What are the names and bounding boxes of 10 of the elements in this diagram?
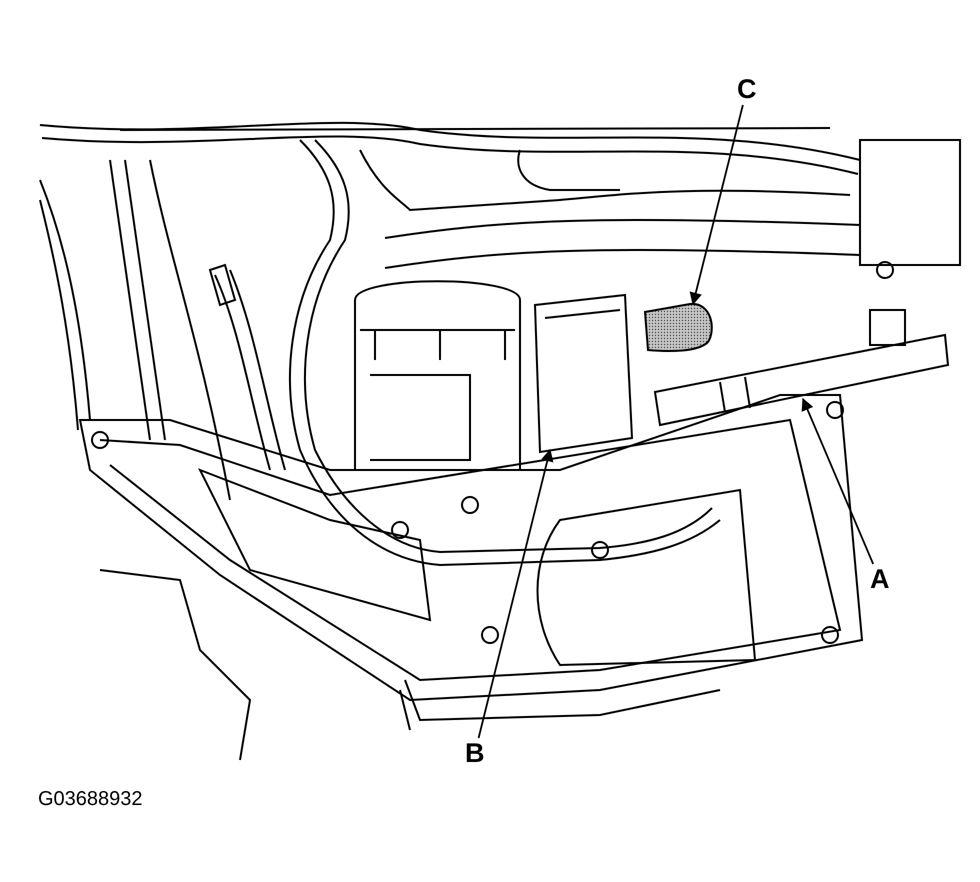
leader-line	[478, 448, 554, 738]
callout-letter: A	[870, 566, 890, 593]
leader-line	[690, 104, 744, 306]
canister-drawing	[534, 294, 634, 453]
callout-letter: B	[465, 740, 484, 767]
figure-code: G03688932	[38, 788, 143, 811]
hose-drawing	[654, 334, 950, 426]
leader-line	[802, 398, 874, 564]
cap-drawing	[644, 303, 713, 352]
callout-letter: C	[737, 76, 756, 103]
